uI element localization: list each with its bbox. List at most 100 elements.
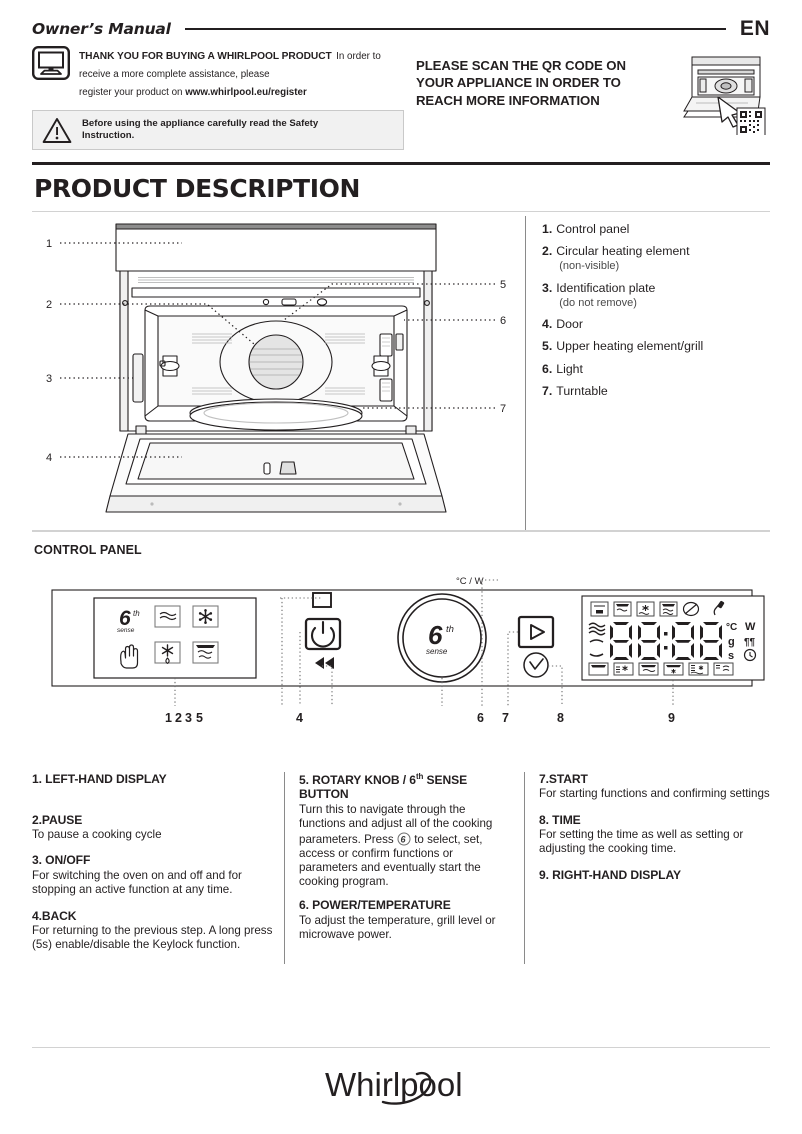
display-digits <box>610 621 722 660</box>
owners-manual-title: Owner’s Manual <box>32 20 171 38</box>
legend-item: 5. Upper heating element/grill <box>542 339 770 354</box>
legend-note: (do not remove) <box>559 296 637 309</box>
qr-code-appliance-icon <box>682 53 770 135</box>
callout-2: 2 <box>175 711 182 725</box>
onoff-button[interactable] <box>304 617 342 650</box>
legend-label: Turntable <box>556 383 608 398</box>
legend-5-number: 5. <box>299 772 309 787</box>
start-button[interactable] <box>517 615 555 648</box>
legend-2-number: 2. <box>32 812 42 827</box>
safety-line-2: Instruction. <box>82 130 135 141</box>
legend-label: Upper heating element/grill <box>556 339 704 354</box>
legend-number: 2. <box>542 244 553 259</box>
manual-hand-icon[interactable] <box>120 644 139 669</box>
callout-2: 2 <box>46 299 52 311</box>
callout-5: 5 <box>196 711 203 725</box>
legend-label: Door <box>556 317 583 332</box>
back-arrows-icon <box>315 656 334 669</box>
legend-1-heading: 1. LEFT-HAND DISPLAY <box>32 772 274 787</box>
right-hand-display[interactable]: °C g s W ¶¶ <box>581 595 765 681</box>
legend-3-heading: 3. ON/OFF <box>32 853 274 868</box>
grill-icon[interactable] <box>192 641 219 664</box>
defrost-drop-icon[interactable] <box>154 641 181 664</box>
safety-line-1: Before using the appliance carefully rea… <box>82 117 319 129</box>
product-description-legend: 1. Control panel 2. Circular heating ele… <box>525 216 770 531</box>
legend-item: 4. Door <box>542 317 770 332</box>
qr-line-1: PLEASE SCAN THE QR CODE ON <box>416 58 626 73</box>
legend-label: Light <box>556 361 583 376</box>
legend-number: 1. <box>542 222 553 237</box>
legend-item: 6. Light <box>542 362 770 377</box>
legend-3-title: ON/OFF <box>45 853 91 868</box>
legend-6-title: POWER/TEMPERATURE <box>312 898 451 913</box>
legend-9-title: RIGHT-HAND DISPLAY <box>552 867 681 882</box>
legend-7-title: START <box>548 771 588 786</box>
sixth-sense-knob-icon: 6 th sense <box>426 620 454 656</box>
qr-message: PLEASE SCAN THE QR CODE ON YOUR APPLIANC… <box>416 57 626 109</box>
callout-7: 7 <box>500 403 506 415</box>
legend-4-number: 4. <box>32 908 42 923</box>
callout-7: 7 <box>502 711 509 725</box>
sixth-sense-icon[interactable]: 6 th sense <box>117 607 140 634</box>
display-wave-icons <box>588 622 606 657</box>
safety-notice: Before using the appliance carefully rea… <box>32 110 404 150</box>
safety-notice-text: Before using the appliance carefully rea… <box>82 118 318 143</box>
legend-7-heading: 7.START <box>539 772 770 787</box>
page-header: Owner’s Manual EN <box>32 0 770 40</box>
legend-6-heading: 6. POWER/TEMPERATURE <box>299 898 514 913</box>
warning-triangle-icon <box>42 117 72 144</box>
qr-line-2: YOUR APPLIANCE IN ORDER TO <box>416 75 621 91</box>
legend-8-number: 8. <box>539 812 549 827</box>
legend-2-heading: 2.PAUSE <box>32 813 274 828</box>
svg-text:Whirlpool: Whirlpool <box>325 1066 463 1103</box>
language-code: EN <box>739 17 770 40</box>
clock-icon <box>529 657 544 670</box>
thank-you-title: THANK YOU FOR BUYING A WHIRLPOOL PRODUCT <box>79 51 332 62</box>
svg-text:6: 6 <box>119 607 131 630</box>
steam-icon[interactable] <box>154 605 181 628</box>
callout-3: 3 <box>46 373 52 385</box>
legend-note: (non-visible) <box>559 260 620 273</box>
time-button[interactable] <box>523 651 549 678</box>
legend-item: 3. Identification plate (do not remove) <box>542 281 770 310</box>
legend-5-body-post: to select, set, access or confirm functi… <box>299 832 483 888</box>
footer-rule <box>32 1046 770 1048</box>
product-description-bottom-rule <box>32 530 770 532</box>
snowflake-icon[interactable] <box>192 605 219 628</box>
back-button[interactable] <box>315 656 334 669</box>
legend-item: 1. Control panel <box>542 222 770 237</box>
timer-symbol-icon <box>743 648 757 661</box>
thank-you-subtitle: In order to receive a more complete assi… <box>79 51 381 98</box>
display-bottom-icons <box>588 662 734 676</box>
legend-column-2: 5. ROTARY KNOB / 6th SENSE BUTTON Turn t… <box>284 771 524 964</box>
product-description-rule <box>32 210 770 213</box>
header-rule <box>184 27 726 31</box>
svg-text:°C: °C <box>726 622 737 633</box>
monitor-icon <box>32 46 70 80</box>
legend-1-title: LEFT-HAND DISPLAY <box>45 771 167 786</box>
left-hand-display[interactable]: 6 th sense <box>93 597 257 679</box>
legend-number: 6. <box>542 361 553 376</box>
rotary-knob[interactable]: 6 th sense <box>397 592 487 683</box>
legend-number: 5. <box>542 339 553 354</box>
svg-text:s: s <box>728 650 734 662</box>
header-left-column: THANK YOU FOR BUYING A WHIRLPOOL PRODUCT… <box>32 45 404 150</box>
callout-9: 9 <box>668 711 675 725</box>
svg-text:th: th <box>446 624 454 635</box>
legend-label: Control panel <box>556 222 630 237</box>
legend-4-heading: 4.BACK <box>32 909 274 924</box>
header-right-column: PLEASE SCAN THE QR CODE ON YOUR APPLIANC… <box>404 45 770 150</box>
control-panel-title: CONTROL PANEL <box>34 542 142 557</box>
legend-6-number: 6. <box>299 898 309 913</box>
display-units: °C g s W ¶¶ <box>726 621 756 662</box>
svg-text:g: g <box>728 636 735 648</box>
legend-number: 4. <box>542 317 553 332</box>
legend-5-title: ROTARY KNOB / 6th SENSE BUTTON <box>299 771 468 802</box>
legend-item: 2. Circular heating element (non-visible… <box>542 244 770 273</box>
legend-1-number: 1. <box>32 771 42 786</box>
legend-item: 7. Turntable <box>542 384 770 399</box>
legend-7-body: For starting functions and confirming se… <box>539 787 770 801</box>
register-url[interactable]: www.whirlpool.eu/register <box>185 87 307 98</box>
pause-button[interactable] <box>312 591 332 608</box>
product-description-title: PRODUCT DESCRIPTION <box>34 173 360 203</box>
